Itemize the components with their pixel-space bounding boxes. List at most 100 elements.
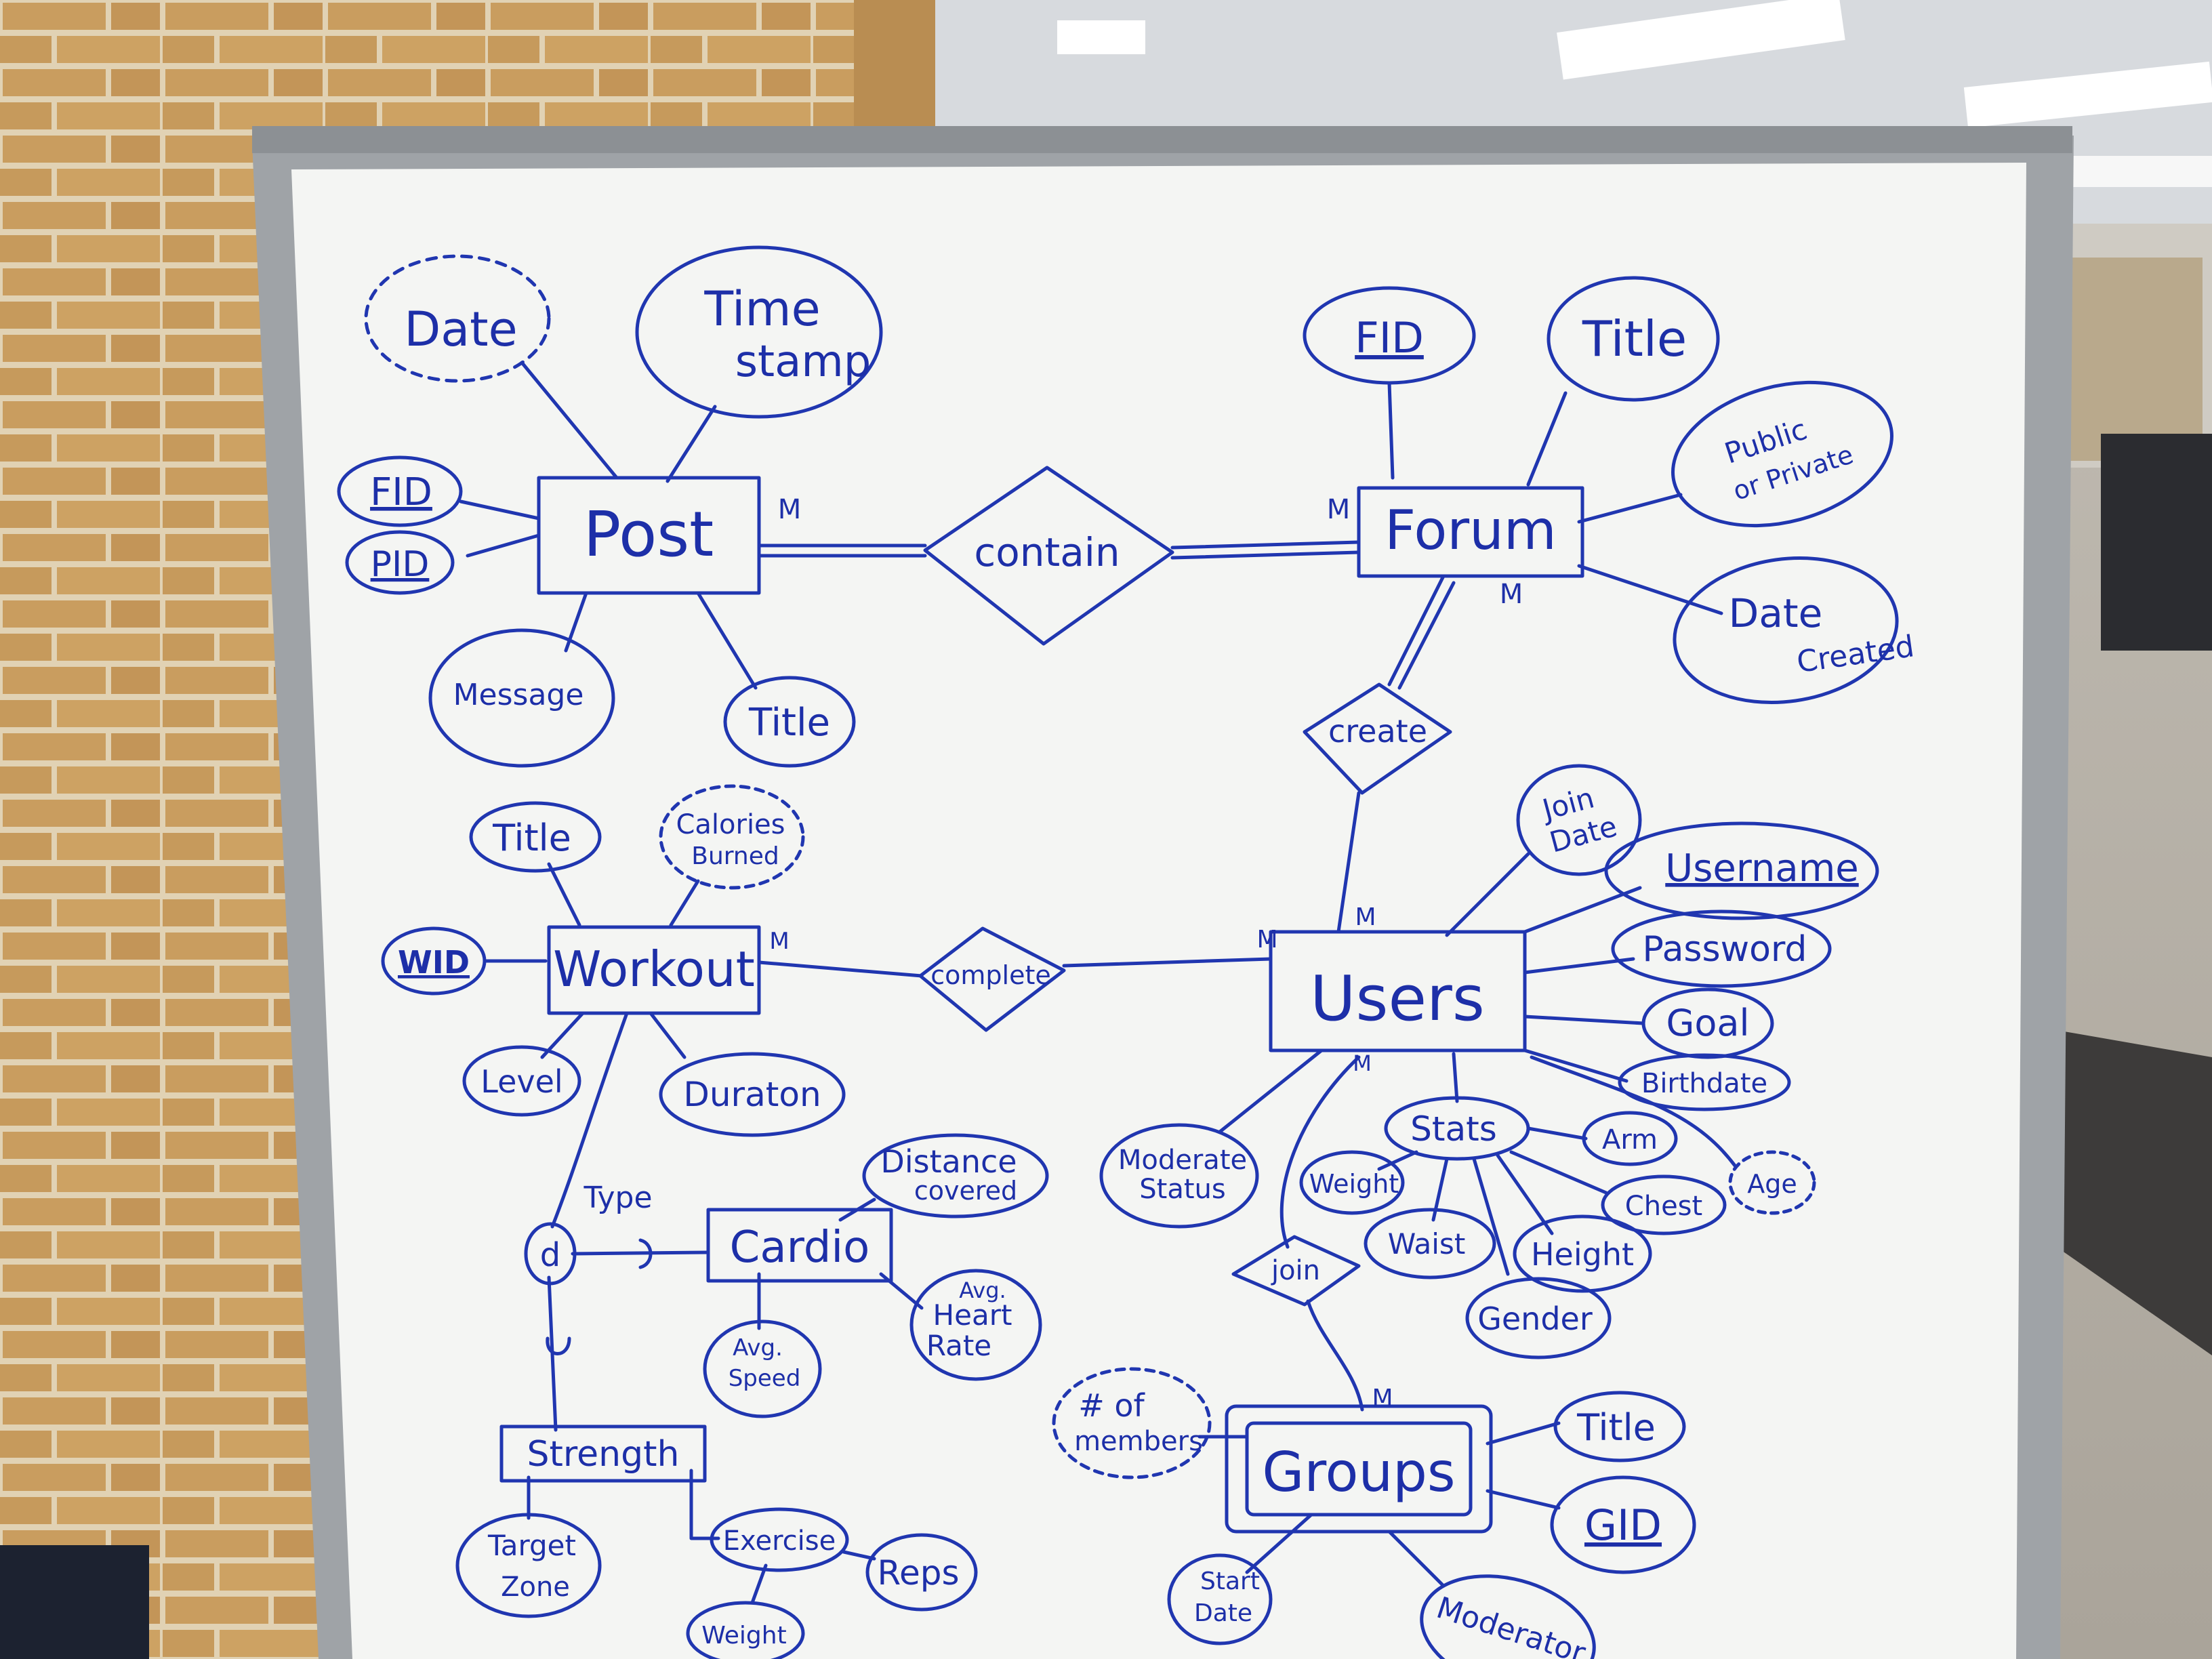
attr-stats: Stats (1384, 1096, 1530, 1161)
svg-text:Title: Title (1582, 310, 1687, 367)
attr-stats-chest: Chest (1601, 1174, 1727, 1235)
svg-text:Age: Age (1747, 1169, 1797, 1199)
svg-text:# of: # of (1078, 1387, 1145, 1424)
attr-forum-date-created: Date Created (1673, 556, 1917, 704)
svg-text:Duraton: Duraton (683, 1075, 821, 1114)
svg-text:Date: Date (1194, 1599, 1252, 1627)
svg-text:Cardio: Cardio (730, 1223, 870, 1273)
attr-workout-title: Title (469, 801, 602, 873)
attr-post-date: Date (364, 254, 551, 383)
cardinality-marks: M M M M M M M M (769, 494, 1523, 1412)
svg-text:M: M (1372, 1385, 1393, 1412)
svg-text:Arm: Arm (1602, 1124, 1658, 1155)
svg-text:Distance: Distance (880, 1143, 1017, 1180)
svg-text:Rate: Rate (926, 1329, 991, 1362)
svg-text:Avg.: Avg. (733, 1334, 783, 1361)
attr-cardio-avg-speed: Avg. Speed (703, 1319, 822, 1418)
relationship-contain: contain (923, 466, 1174, 646)
attr-users-username: Username (1604, 821, 1879, 920)
svg-text:Start: Start (1200, 1568, 1260, 1595)
attr-users-age: Age (1728, 1150, 1816, 1215)
svg-text:Speed: Speed (729, 1365, 801, 1392)
svg-text:Time: Time (703, 281, 820, 337)
disjoint-circle: d (524, 1222, 577, 1286)
svg-text:Password: Password (1643, 929, 1807, 970)
svg-text:Calories: Calories (676, 809, 785, 840)
svg-text:Post: Post (583, 498, 714, 571)
svg-text:Workout: Workout (553, 941, 755, 998)
svg-text:M: M (1353, 1050, 1372, 1076)
attr-stats-waist: Waist (1364, 1208, 1496, 1279)
entity-forum: Forum (1357, 486, 1584, 578)
svg-text:join: join (1271, 1255, 1320, 1286)
attr-post-title: Title (723, 676, 856, 768)
svg-text:M: M (1500, 579, 1523, 610)
attr-forum-fid: FID (1303, 286, 1476, 385)
attributes: Date Time stamp FID PID Message Title FI… (337, 245, 1917, 1659)
svg-text:Avg.: Avg. (959, 1277, 1006, 1303)
entity-strength: Strength (499, 1425, 707, 1483)
attr-post-fid: FID (337, 455, 463, 527)
svg-text:contain: contain (974, 529, 1120, 575)
attr-groups-start-date: Start Date (1167, 1553, 1273, 1645)
svg-text:Moderate: Moderate (1118, 1145, 1247, 1176)
svg-text:Weight: Weight (1309, 1169, 1399, 1199)
attr-workout-level: Level (462, 1045, 581, 1117)
svg-text:Gender: Gender (1477, 1300, 1593, 1337)
svg-text:Target: Target (487, 1529, 576, 1562)
type-label: Type (583, 1181, 652, 1215)
svg-text:Stats: Stats (1410, 1109, 1497, 1149)
svg-text:Message: Message (453, 678, 584, 712)
attr-users-password: Password (1611, 909, 1832, 988)
attr-stats-gender: Gender (1465, 1277, 1612, 1359)
entity-post: Post (537, 476, 761, 595)
attr-strength-weight: Weight (686, 1601, 805, 1659)
relationship-create: create (1303, 682, 1452, 795)
svg-text:Heart: Heart (933, 1298, 1012, 1332)
attr-users-birthdate: Birthdate (1618, 1053, 1791, 1111)
attr-post-pid: PID (345, 530, 455, 595)
svg-text:WID: WID (398, 944, 470, 981)
svg-text:complete: complete (930, 960, 1051, 990)
svg-text:d: d (540, 1236, 560, 1274)
svg-text:create: create (1328, 713, 1427, 750)
attr-strength-exercise: Exercise (710, 1507, 849, 1572)
entity-cardio: Cardio (706, 1208, 893, 1283)
svg-text:Birthdate: Birthdate (1641, 1068, 1767, 1099)
svg-text:Status: Status (1139, 1174, 1225, 1205)
svg-text:members: members (1074, 1426, 1203, 1457)
svg-text:Date: Date (1729, 590, 1823, 636)
svg-text:Title: Title (748, 701, 830, 745)
svg-text:Title: Title (1576, 1406, 1656, 1449)
attr-workout-wid: WID (381, 926, 487, 996)
attr-strength-reps: Reps (865, 1533, 978, 1612)
svg-text:Users: Users (1310, 962, 1485, 1035)
attr-cardio-distance: Distance covered (862, 1133, 1049, 1218)
svg-text:Exercise: Exercise (723, 1525, 836, 1557)
attr-users-goal: Goal (1641, 987, 1774, 1059)
svg-text:FID: FID (1355, 313, 1424, 363)
svg-text:Date: Date (404, 302, 517, 357)
svg-text:M: M (1327, 494, 1351, 525)
attr-workout-calories: Calories Burned (659, 784, 805, 890)
svg-text:Level: Level (480, 1063, 562, 1100)
svg-text:Burned: Burned (691, 842, 779, 870)
attr-stats-arm: Arm (1582, 1111, 1678, 1166)
svg-text:M: M (769, 928, 789, 955)
attr-groups-title: Title (1553, 1391, 1686, 1462)
svg-text:M: M (1256, 926, 1277, 954)
attr-stats-weight: Weight (1299, 1150, 1405, 1215)
svg-text:Title: Title (492, 817, 571, 859)
entities: Post Forum Workout Users Cardio Strength… (499, 476, 1584, 1534)
svg-text:Username: Username (1665, 846, 1858, 890)
diagram-lines (459, 361, 1737, 1605)
svg-text:Strength: Strength (527, 1434, 680, 1475)
attr-post-message: Message (428, 628, 615, 768)
relationship-join: join (1231, 1235, 1361, 1307)
svg-text:Forum: Forum (1385, 499, 1557, 562)
entity-workout: Workout (547, 925, 761, 1015)
svg-text:Height: Height (1531, 1236, 1634, 1273)
attr-stats-height: Height (1513, 1214, 1652, 1293)
svg-text:covered: covered (914, 1176, 1017, 1206)
